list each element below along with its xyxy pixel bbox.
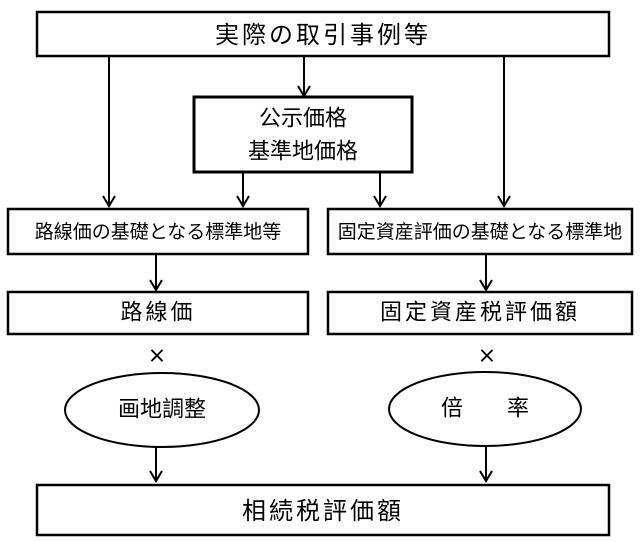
route-standard-land-box: 路線価の基礎となる標準地等 xyxy=(6,207,310,256)
route-standard-land-label: 路線価の基礎となる標準地等 xyxy=(35,221,281,243)
multiplier-oval: 倍 率 xyxy=(388,371,582,447)
arrow-right-standard-to-fixed-value xyxy=(479,279,493,292)
fixed-asset-standard-land-label: 固定資産評価の基礎となる標準地 xyxy=(338,221,622,243)
arrow-ratio-to-bottom xyxy=(479,470,493,483)
fixed-asset-standard-land-box: 固定資産評価の基礎となる標準地 xyxy=(326,207,634,256)
actual-transactions-box: 実際の取引事例等 xyxy=(35,10,611,58)
arrow-public-to-right-standard xyxy=(373,195,387,208)
arrow-left-standard-to-route-price xyxy=(149,279,163,292)
route-price-label: 路線価 xyxy=(120,301,195,326)
public-price-box: 公示価格 基準地価格 xyxy=(192,95,414,174)
route-price-box: 路線価 xyxy=(6,290,310,336)
lot-adjustment-label: 画地調整 xyxy=(118,398,206,423)
inheritance-tax-value-box: 相続税評価額 xyxy=(35,483,611,537)
connectors xyxy=(102,56,511,483)
arrow-top-to-right-standard xyxy=(497,195,511,208)
fixed-asset-tax-value-label: 固定資産税評価額 xyxy=(380,301,580,326)
arrow-adjust-to-bottom xyxy=(149,470,163,483)
right-multiply-sign: × xyxy=(478,344,496,369)
left-multiply-sign: × xyxy=(148,344,166,369)
public-price-label: 公示価格 xyxy=(259,107,347,132)
multiplier-label: 倍 率 xyxy=(441,397,529,422)
standard-land-price-label: 基準地価格 xyxy=(248,140,358,165)
arrow-top-to-left-standard xyxy=(102,195,116,208)
arrow-public-to-left-standard xyxy=(236,195,250,208)
inheritance-tax-value-label: 相続税評価額 xyxy=(242,497,404,525)
lot-adjustment-oval: 画地調整 xyxy=(64,372,260,448)
fixed-asset-tax-value-box: 固定資産税評価額 xyxy=(326,290,634,336)
actual-transactions-label: 実際の取引事例等 xyxy=(215,21,431,49)
